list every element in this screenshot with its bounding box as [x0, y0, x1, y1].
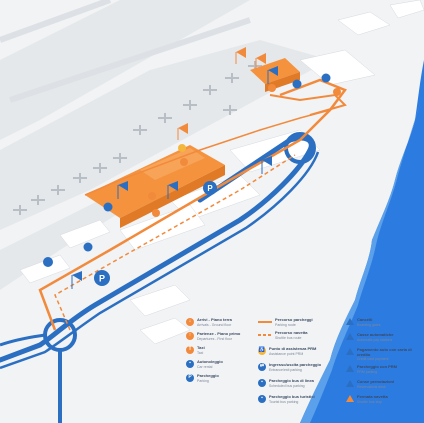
bus-icon [292, 79, 302, 89]
parking-icons: P P [94, 181, 217, 286]
taxi-icon [148, 192, 156, 200]
sea [300, 60, 424, 423]
runways [0, 0, 251, 103]
flag-icon [346, 380, 354, 387]
parked-aircraft [13, 61, 262, 215]
svg-text:P: P [99, 274, 105, 284]
aprons [0, 0, 330, 290]
bus-icon: ▪ [186, 360, 194, 368]
gate-markers [71, 66, 278, 289]
gate-flag-icon [167, 181, 178, 199]
arrivals-icon [268, 84, 276, 92]
dashed-orange-line-icon [258, 331, 272, 339]
gate-flag-icon [261, 156, 272, 174]
flag-icon [346, 365, 354, 372]
gate-flag-icon [267, 66, 278, 84]
shuttle-flag-icon [235, 47, 246, 64]
shuttle-route [54, 154, 296, 331]
flag-icon [346, 318, 354, 325]
main-road [0, 135, 314, 363]
assistance-icon: ♿ [258, 347, 266, 355]
gate-flag-icon [71, 271, 82, 289]
coach-icon: ▪ [258, 379, 266, 387]
shuttle-flag-icon [177, 123, 188, 140]
departures-icon [180, 158, 188, 166]
solid-orange-line-icon [258, 318, 272, 326]
flag-orange-icon [346, 395, 354, 402]
shuttle-stop-markers [177, 47, 266, 140]
service-icons [43, 73, 341, 267]
parking-icon: P [94, 270, 110, 286]
wheelchair-icon [103, 202, 113, 212]
taxi-icon: T [186, 346, 194, 354]
assistance-icon [178, 144, 186, 152]
parking-icon: P [203, 181, 217, 195]
arrivals-icon: ↓ [186, 318, 194, 326]
bus-icon [43, 257, 53, 267]
shuttle-flag-icon [255, 53, 266, 70]
tourist-bus-icon: ▪ [258, 395, 266, 403]
gate-flag-icon [117, 181, 128, 199]
flag-icon [346, 348, 354, 355]
parking-icon: P [186, 374, 194, 382]
svg-text:P: P [207, 184, 213, 193]
wheelchair-icon: ⇄ [258, 363, 266, 371]
bus-icon [321, 73, 331, 83]
taxi-icon [152, 209, 160, 217]
main-terminal [85, 145, 225, 228]
taxi-icon [333, 88, 341, 96]
parking-route [38, 78, 347, 331]
bus-icon [83, 242, 93, 252]
departures-icon: ↑ [186, 332, 194, 340]
flag-icon [346, 333, 354, 340]
